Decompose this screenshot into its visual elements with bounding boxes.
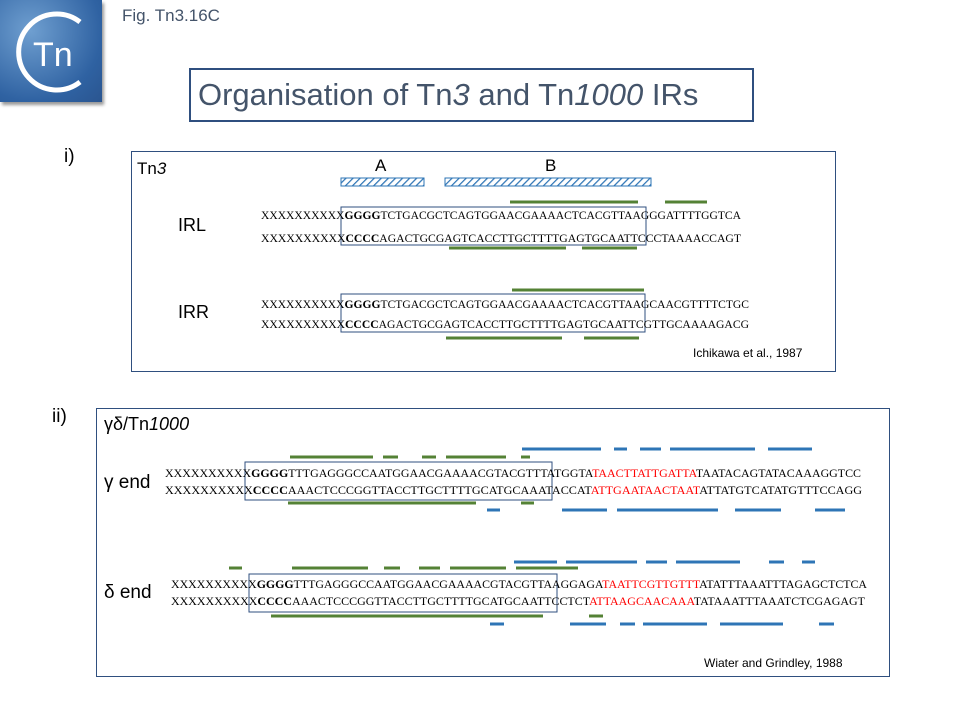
irr-label: IRR [178, 302, 209, 322]
panel-tn3 [131, 151, 836, 372]
page-title: Organisation of Tn3 and Tn1000 IRs [198, 77, 699, 112]
title-box [189, 68, 754, 122]
citation-ichikawa: Ichikawa et al., 1987 [693, 346, 803, 360]
tn1000-heading: γδ/Tn1000 [104, 414, 190, 434]
gamma-bottom-strand: XXXXXXXXXXCCCCAAACTCCCGGTTACCTTGCTTTTGCA… [165, 483, 862, 497]
delta-box [248, 573, 558, 613]
region-a-label: A [375, 156, 387, 175]
tn3-heading: Tn3 [137, 159, 167, 178]
irl-box [340, 206, 647, 246]
tn-logo: Tn [0, 0, 102, 102]
irl-label: IRL [178, 215, 207, 235]
logo-text: Tn [33, 36, 73, 74]
panel-tn1000 [96, 408, 890, 677]
delta-top-strand: XXXXXXXXXXGGGGTTTGAGGGCCAATGGAACGAAAACGT… [171, 577, 867, 591]
irl-bottom-strand: XXXXXXXXXXCCCCAGACTGCGAGTCACCTTGCTTTTGAG… [261, 231, 742, 245]
region-b-label: B [545, 156, 557, 175]
gamma-end-label: γ end [104, 472, 151, 493]
irl-top-strand: XXXXXXXXXXGGGGTCTGACGCTCAGTGGAACGAAAACTC… [261, 208, 741, 222]
delta-end-label: δ end [104, 582, 152, 603]
region-b-bar [444, 177, 652, 187]
citation-wiater: Wiater and Grindley, 1988 [704, 656, 843, 670]
gamma-top-strand: XXXXXXXXXXGGGGTTTGAGGGCCAATGGAACGAAAACGT… [165, 466, 861, 480]
figure-label: Fig. Tn3.16C [122, 6, 220, 25]
irr-top-strand: XXXXXXXXXXGGGGTCTGACGCTCAGTGGAACGAAAACTC… [261, 297, 749, 311]
gamma-box [244, 461, 553, 501]
panel-ii-label: ii) [52, 406, 67, 427]
delta-bottom-strand: XXXXXXXXXXCCCCAAACTCCCGGTTACCTTGCTTTTGCA… [171, 594, 866, 608]
irr-box [340, 293, 646, 333]
panel-i-label: i) [64, 146, 75, 167]
region-a-bar [340, 177, 425, 187]
logo-c-icon: Tn [16, 11, 82, 93]
irr-bottom-strand: XXXXXXXXXXCCCCAGACTGCGAGTCACCTTGCTTTTGAG… [261, 317, 749, 331]
binding-site-bars [229, 200, 845, 626]
